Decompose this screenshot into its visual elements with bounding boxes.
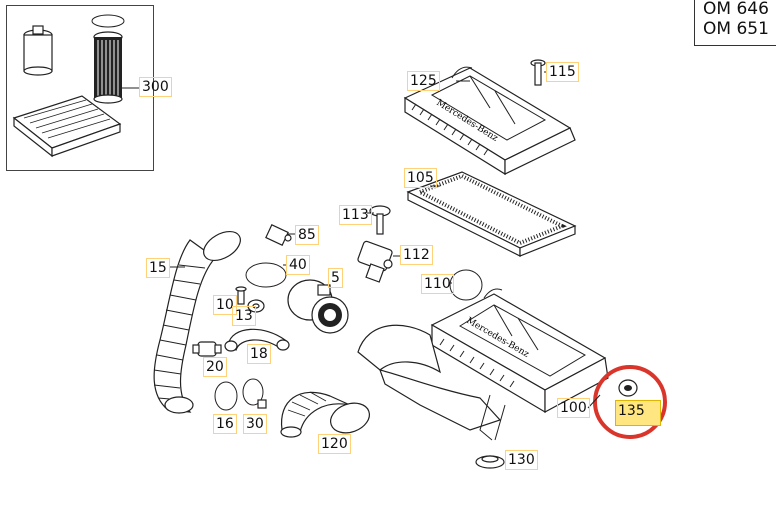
filter-element-drawing [406, 171, 577, 257]
airbox-housing-drawing [357, 288, 609, 441]
clamp-16-drawing [214, 381, 238, 411]
callout-115[interactable]: 115 [546, 62, 579, 82]
callout-110[interactable]: 110 [421, 274, 454, 294]
oil-filter-drawing [91, 14, 125, 104]
intake-duct-15-drawing [153, 230, 241, 414]
callout-125[interactable]: 125 [407, 71, 440, 91]
connector-20-drawing [192, 341, 222, 357]
callout-16[interactable]: 16 [213, 414, 237, 434]
screw-115-drawing [530, 59, 546, 86]
callout-300[interactable]: 300 [139, 77, 172, 97]
callout-135-highlighted[interactable]: 135 [615, 400, 661, 426]
callout-30[interactable]: 30 [243, 414, 267, 434]
sensor-112-drawing [357, 240, 393, 283]
bolt-10-drawing [235, 286, 247, 305]
grommet-130-drawing [475, 455, 505, 469]
callout-18[interactable]: 18 [247, 344, 271, 364]
part-135-drawing [618, 379, 638, 397]
washer-13-drawing [247, 299, 265, 313]
callout-120[interactable]: 120 [318, 434, 351, 454]
callout-105[interactable]: 105 [404, 168, 437, 188]
air-filter-panel-drawing [12, 95, 122, 158]
model-code-box: OM 646 OM 651 [694, 0, 776, 46]
hose-120-drawing [280, 391, 370, 438]
model-code-1: OM 646 [703, 0, 769, 19]
callout-130[interactable]: 130 [505, 450, 538, 470]
screw-113-drawing [369, 205, 391, 235]
callout-85[interactable]: 85 [295, 225, 319, 245]
leader-lines [170, 71, 601, 409]
callout-5[interactable]: 5 [328, 268, 343, 288]
highlight-ring [593, 365, 667, 439]
clamp-30-drawing [242, 378, 267, 409]
maf-sensor-drawing [287, 279, 349, 334]
seal-ring-110-drawing [449, 269, 483, 301]
callout-40[interactable]: 40 [286, 255, 310, 275]
sensor-85-drawing [265, 224, 292, 246]
hose-18-drawing [224, 328, 290, 352]
callout-20[interactable]: 20 [203, 357, 227, 377]
callout-10[interactable]: 10 [213, 295, 237, 315]
airbox-cover-drawing [403, 66, 576, 176]
fuel-filter-drawing [23, 25, 53, 76]
clamp-40-drawing [245, 262, 287, 288]
callout-113[interactable]: 113 [339, 205, 372, 225]
callout-112[interactable]: 112 [400, 245, 433, 265]
model-code-2: OM 651 [703, 19, 769, 39]
callout-15[interactable]: 15 [146, 258, 170, 278]
callout-13[interactable]: 13 [232, 306, 256, 326]
callout-100[interactable]: 100 [557, 398, 590, 418]
